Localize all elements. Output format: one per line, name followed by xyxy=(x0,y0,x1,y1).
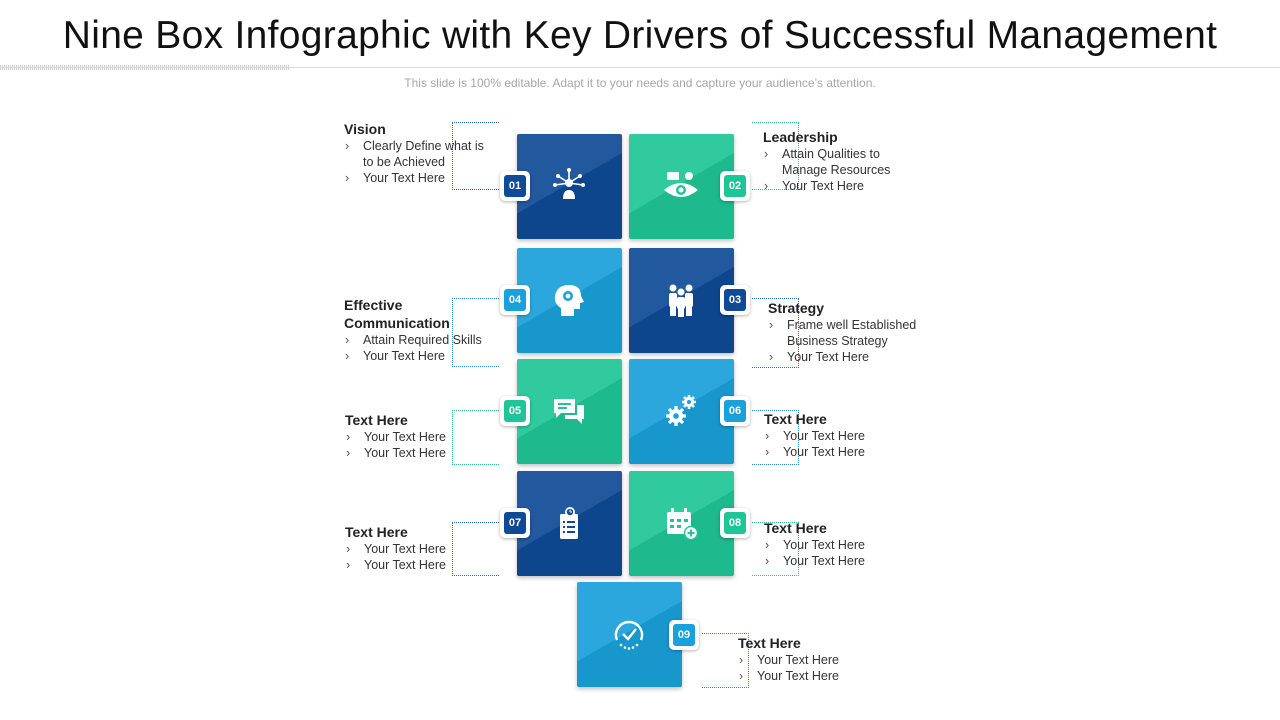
page-subtitle: This slide is 100% editable. Adapt it to… xyxy=(404,76,876,90)
text-block-02: Leadership Attain Qualities to Manage Re… xyxy=(763,128,913,194)
chat-bubbles-icon xyxy=(554,399,584,424)
bullet: Your Text Here xyxy=(764,553,909,569)
heading-text-here: Text Here xyxy=(738,635,801,651)
heading-leadership: Leadership xyxy=(763,129,838,145)
calendar-add-icon xyxy=(667,508,699,541)
bullet: Attain Required Skills xyxy=(344,332,499,348)
bullet: Your Text Here xyxy=(344,170,489,186)
number-label: 07 xyxy=(504,512,526,534)
number-badge-03: 03 xyxy=(720,285,750,315)
number-badge-04: 04 xyxy=(500,285,530,315)
box-06 xyxy=(629,359,734,464)
heading-text-here: Text Here xyxy=(764,411,827,427)
speedometer-check-icon xyxy=(614,620,644,650)
text-block-07: Text Here Your Text HereYour Text Here xyxy=(345,523,490,573)
text-block-08: Text Here Your Text HereYour Text Here xyxy=(764,519,909,569)
heading-strategy: Strategy xyxy=(768,300,825,316)
number-label: 06 xyxy=(724,400,746,422)
heading-text-here: Text Here xyxy=(764,520,827,536)
vision-eye-icon xyxy=(664,172,698,197)
heading-vision: Vision xyxy=(344,121,386,137)
team-icon xyxy=(669,284,693,317)
bullet: Attain Qualities to Manage Resources xyxy=(763,146,913,178)
bullet: Your Text Here xyxy=(344,348,499,364)
title-underline xyxy=(0,67,1280,68)
number-label: 03 xyxy=(724,289,746,311)
bullet: Your Text Here xyxy=(764,444,909,460)
number-badge-01: 01 xyxy=(500,171,530,201)
heading-effective-communication: Effective Communication xyxy=(344,297,450,331)
number-label: 08 xyxy=(724,512,746,534)
number-badge-06: 06 xyxy=(720,396,750,426)
number-label: 05 xyxy=(504,400,526,422)
box-03 xyxy=(629,248,734,353)
text-block-04: Effective Communication Attain Required … xyxy=(344,296,499,364)
number-badge-08: 08 xyxy=(720,508,750,538)
text-block-06: Text Here Your Text HereYour Text Here xyxy=(764,410,909,460)
page-title: Nine Box Infographic with Key Drivers of… xyxy=(62,14,1218,57)
box-09 xyxy=(577,582,682,687)
text-block-09: Text Here Your Text HereYour Text Here xyxy=(738,634,883,684)
number-label: 09 xyxy=(673,624,695,646)
number-badge-05: 05 xyxy=(500,396,530,426)
number-label: 04 xyxy=(504,289,526,311)
text-block-05: Text Here Your Text HereYour Text Here xyxy=(345,411,490,461)
text-block-01: Vision Clearly Define what is to be Achi… xyxy=(344,120,489,186)
bullet: Your Text Here xyxy=(763,178,913,194)
bullet: Your Text Here xyxy=(738,652,883,668)
text-block-03: Strategy Frame well Established Business… xyxy=(768,299,938,365)
number-badge-09: 09 xyxy=(669,620,699,650)
box-01 xyxy=(517,134,622,239)
heading-text-here: Text Here xyxy=(345,412,408,428)
box-04 xyxy=(517,248,622,353)
gears-icon xyxy=(666,395,696,426)
bullet: Your Text Here xyxy=(764,537,909,553)
heading-text-here: Text Here xyxy=(345,524,408,540)
bullet: Your Text Here xyxy=(738,668,883,684)
bullet: Your Text Here xyxy=(345,557,490,573)
box-02 xyxy=(629,134,734,239)
number-badge-07: 07 xyxy=(500,508,530,538)
number-label: 01 xyxy=(504,175,526,197)
clipboard-clock-icon xyxy=(560,507,578,539)
bullet: Frame well Established Business Strategy xyxy=(768,317,938,349)
box-07 xyxy=(517,471,622,576)
box-05 xyxy=(517,359,622,464)
bullet: Your Text Here xyxy=(345,445,490,461)
bullet: Clearly Define what is to be Achieved xyxy=(344,138,489,170)
number-label: 02 xyxy=(724,175,746,197)
head-gear-icon xyxy=(554,285,584,316)
bullet: Your Text Here xyxy=(768,349,938,365)
box-08 xyxy=(629,471,734,576)
network-user-icon xyxy=(553,168,585,199)
number-badge-02: 02 xyxy=(720,171,750,201)
bullet: Your Text Here xyxy=(345,429,490,445)
bullet: Your Text Here xyxy=(345,541,490,557)
bullet: Your Text Here xyxy=(764,428,909,444)
